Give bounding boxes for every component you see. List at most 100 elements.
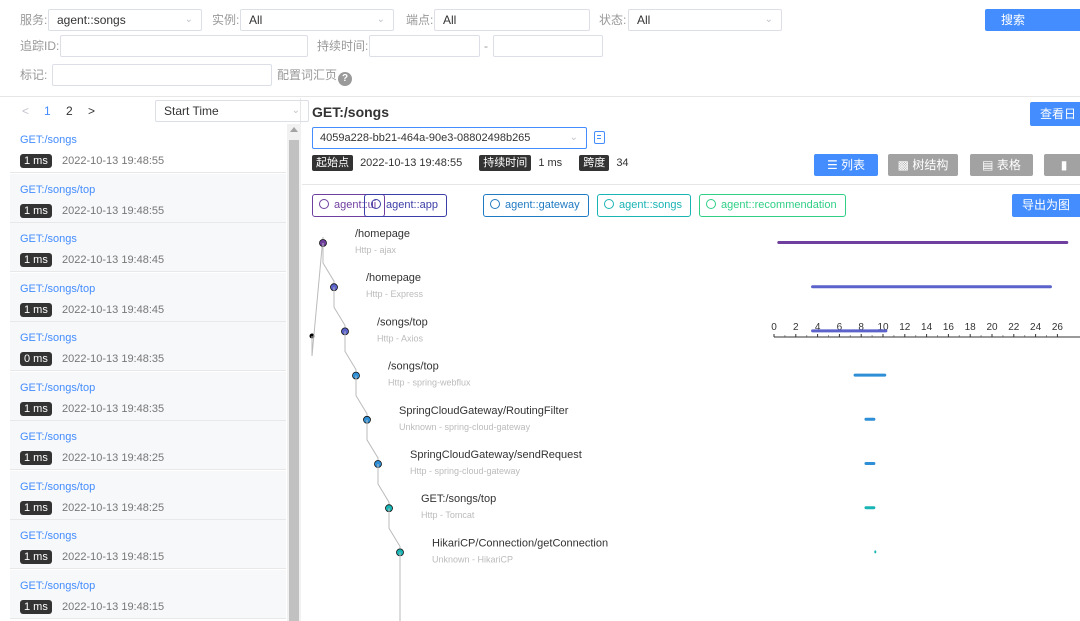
axis-tick-label: 0 (771, 322, 777, 333)
trace-duration-badge: 1 ms (20, 599, 52, 614)
page-2-button[interactable]: 2 (66, 104, 73, 118)
chevron-down-icon: ⌄ (291, 105, 300, 116)
trace-meta: 起始点 2022-10-13 19:48:55 持续时间 1 ms 跨度 34 (312, 155, 629, 171)
trace-timestamp: 2022-10-13 19:48:35 (62, 402, 165, 415)
duration-value: 1 ms (538, 157, 563, 169)
service-circle-icon (490, 199, 500, 209)
trace-id-field[interactable] (69, 36, 299, 56)
span-duration-bar (777, 241, 1069, 244)
view-tree-button[interactable]: ▩ 树结构 (888, 154, 958, 176)
span-component: Unknown - spring-cloud-gateway (399, 422, 531, 432)
span-name: /homepage (355, 228, 410, 240)
trace-duration-badge: 1 ms (20, 550, 52, 564)
service-name: agent::ui (334, 199, 377, 211)
service-select[interactable]: agent::songs ⌄ (48, 9, 202, 31)
service-legend-item[interactable]: agent::recommendation (699, 194, 846, 217)
trace-list-item[interactable]: GET:/songs/top 1 ms 2022-10-13 19:48:15 (10, 569, 286, 619)
trace-endpoint: GET:/songs (20, 233, 77, 245)
divider (302, 184, 1080, 185)
duration-min-input[interactable] (369, 35, 480, 57)
copy-icon[interactable] (594, 131, 605, 144)
tags-input[interactable] (52, 64, 272, 86)
axis-tick-label: 14 (921, 322, 933, 333)
bar-chart-icon: ▮ (1060, 158, 1068, 172)
help-icon[interactable]: ? (338, 72, 353, 86)
search-button[interactable]: 搜索 (985, 9, 1080, 31)
tree-connector (366, 419, 379, 464)
span-duration-bar (874, 550, 877, 554)
span-name: /homepage (366, 272, 421, 284)
export-image-button[interactable]: 导出为图 (1012, 194, 1080, 217)
scrollbar-thumb[interactable] (289, 140, 299, 621)
page-1-button[interactable]: 1 (44, 104, 51, 118)
trace-id-select-value: 4059a228-bb21-464a-90e3-08802498b265 (320, 132, 531, 144)
service-legend-item[interactable]: agent::songs (597, 194, 691, 217)
trace-duration-badge: 1 ms (20, 500, 52, 515)
service-legend-item[interactable]: agent::ui (312, 194, 386, 217)
start-tag: 起始点 (312, 155, 353, 171)
trace-duration-badge: 1 ms (20, 302, 52, 317)
span-duration-bar (853, 373, 887, 377)
axis-tick-label: 6 (837, 322, 843, 333)
sort-select[interactable]: Start Time ⌄ (155, 100, 309, 122)
span-component: Http - Tomcat (421, 510, 475, 520)
view-table-button[interactable]: ▤ 表格 (970, 154, 1033, 176)
chevron-down-icon: ⌄ (376, 14, 385, 25)
trace-duration-badge: 0 ms (20, 352, 52, 366)
scroll-up-arrow-icon[interactable] (290, 127, 298, 132)
trace-id-label: 追踪ID: (20, 39, 60, 53)
service-name: agent::gateway (505, 199, 580, 211)
chevron-down-icon: ⌄ (764, 14, 773, 25)
tree-connector (322, 243, 335, 288)
axis-tick-label: 10 (877, 322, 889, 333)
trace-list-scrollbar[interactable] (287, 124, 301, 621)
endpoint-label: 端点: (406, 13, 434, 27)
axis-tick-label: 2 (793, 322, 799, 333)
span-component: Unknown - HikariCP (432, 554, 513, 564)
axis-tick-label: 18 (965, 322, 977, 333)
table-icon: ▤ (982, 158, 994, 172)
trace-duration-badge: 1 ms (20, 253, 52, 267)
view-stats-button[interactable]: ▮ (1044, 154, 1080, 176)
duration-label: 持续时间: (317, 39, 369, 53)
tree-connector (355, 375, 368, 420)
span-duration-bar (864, 506, 876, 510)
chevron-down-icon: ⌄ (569, 132, 578, 143)
endpoint-input[interactable]: All (434, 9, 590, 31)
config-vocabulary-link[interactable]: 配置词汇页? (277, 64, 353, 86)
next-page-button[interactable]: > (88, 104, 96, 118)
instance-select[interactable]: All ⌄ (240, 9, 394, 31)
duration-max-input[interactable] (493, 35, 603, 57)
trace-endpoint: GET:/songs (20, 332, 77, 344)
status-select[interactable]: All ⌄ (628, 9, 782, 31)
trace-timestamp: 2022-10-13 19:48:15 (62, 600, 165, 613)
axis-tick-label: 22 (1008, 322, 1020, 333)
axis-tick-label: 12 (899, 322, 911, 333)
prev-page-button[interactable]: < (22, 104, 30, 118)
endpoint-input-value: All (443, 13, 457, 27)
view-logs-button[interactable]: 查看日 (1030, 102, 1080, 126)
trace-endpoint: GET:/songs/top (20, 579, 96, 592)
trace-timestamp: 2022-10-13 19:48:45 (62, 303, 165, 316)
trace-id-select[interactable]: 4059a228-bb21-464a-90e3-08802498b265 ⌄ (312, 127, 587, 149)
trace-id-input[interactable] (60, 35, 308, 57)
axis-tick-label: 8 (858, 322, 864, 333)
view-list-button[interactable]: ☰ 列表 (814, 154, 878, 176)
service-circle-icon (604, 199, 614, 209)
service-legend-item[interactable]: agent::gateway (483, 194, 589, 217)
service-legend-item[interactable]: agent::app (364, 194, 447, 217)
span-duration-bar (864, 417, 876, 421)
trace-endpoint: GET:/songs/top (20, 480, 96, 493)
start-value: 2022-10-13 19:48:55 (360, 157, 463, 169)
